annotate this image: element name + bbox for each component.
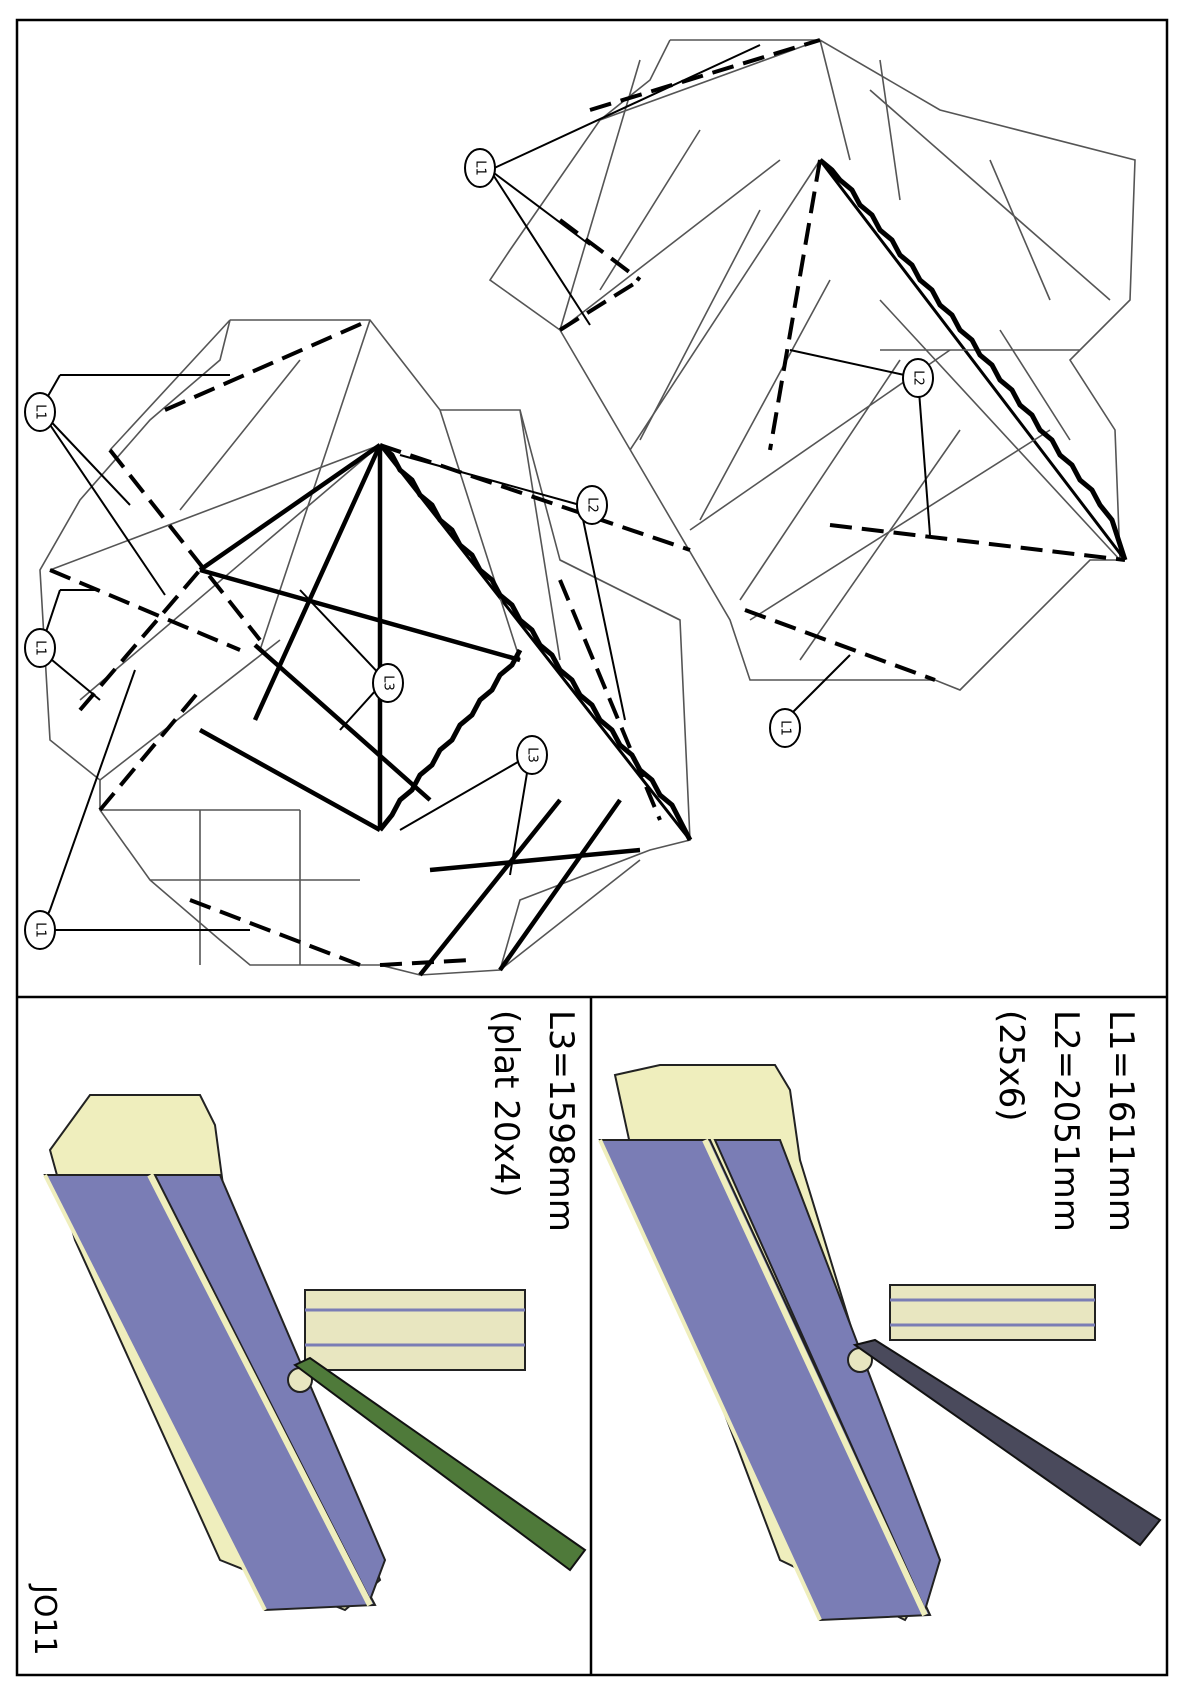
- callout-text: L1: [778, 720, 793, 736]
- callout-text: L1: [33, 922, 48, 938]
- callout-l1-c: L1: [25, 393, 55, 431]
- spec-l2: L2=2051mm: [1046, 1010, 1086, 1232]
- brace-solid-l3: [200, 445, 640, 975]
- callout-text: L2: [585, 497, 600, 513]
- brace-dashed-left: [50, 320, 690, 965]
- spec-l1: L1=1611mm: [1101, 1010, 1141, 1232]
- frame-diagram: L1 L2 L1 L1 L1 L1 L2 L3: [25, 40, 1135, 975]
- callout-text: L3: [525, 747, 540, 763]
- detail-l3-panel: L3=1598mm (plat 20x4) JO11: [27, 1010, 585, 1656]
- spec-l2-section: (25x6): [991, 1010, 1031, 1122]
- callout-text: L2: [911, 370, 926, 386]
- spec-l3: L3=1598mm: [541, 1010, 581, 1232]
- callout-l1-e: L1: [25, 911, 55, 949]
- callout-l1-d: L1: [25, 629, 55, 667]
- frame-right-structure: [490, 40, 1135, 690]
- callout-l2-a: L2: [903, 359, 933, 397]
- callout-text: L3: [381, 675, 396, 691]
- callout-text: L1: [473, 160, 488, 176]
- callout-l2-b: L2: [577, 486, 607, 524]
- callout-text: L1: [33, 404, 48, 420]
- callout-l1-b: L1: [770, 709, 800, 747]
- frame-left-structure: [40, 320, 690, 975]
- cross-channel: [305, 1290, 525, 1370]
- spec-l3-section: (plat 20x4): [486, 1010, 526, 1198]
- callout-text: L1: [33, 640, 48, 656]
- callout-l1-a: L1: [465, 149, 495, 187]
- detail-l2-panel: L1=1611mm L2=2051mm (25x6): [600, 1010, 1160, 1620]
- callout-l3-a: L3: [373, 664, 403, 702]
- cross-channel: [890, 1285, 1095, 1340]
- page-code: JO11: [27, 1583, 62, 1656]
- callout-l3-b: L3: [517, 736, 547, 774]
